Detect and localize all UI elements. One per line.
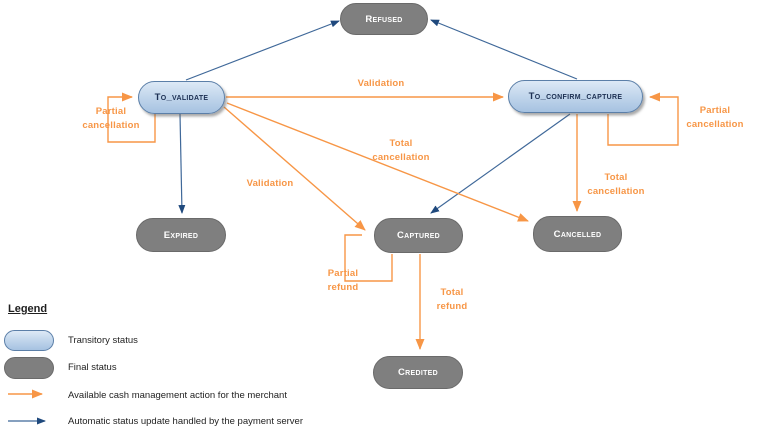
edge-to-confirm-capture-to-captured [430, 113, 571, 214]
edge-label-line: Total [389, 138, 413, 150]
edge-partial-cancellation-loop-to-validate [107, 92, 156, 143]
legend-title: Legend [8, 303, 48, 315]
edge-partial-refund-loop-captured [344, 234, 393, 282]
legend-item-merchant-action: Available cash management action for the… [68, 390, 287, 401]
node-refused: Refused [340, 3, 428, 35]
edge-label-line: Total [440, 287, 464, 299]
legend-transitory-pill-icon [4, 330, 54, 351]
edge-to-validate-to-expired [178, 113, 186, 214]
node-credited: Credited [373, 356, 463, 389]
edge-label-partial-cancellation-right: Partial cancellation [686, 104, 743, 132]
edge-label-partial-cancellation-left: Partial cancellation [82, 105, 139, 133]
edge-label-line: Partial [327, 268, 359, 280]
edge-label-line: cancellation [82, 120, 140, 131]
edge-label-validation-top: Validation [357, 78, 405, 90]
edge-label-validation-diagonal: Validation [246, 178, 294, 190]
edge-label-line: cancellation [372, 152, 430, 163]
node-cancelled: Cancelled [533, 216, 622, 252]
edge-label-partial-refund: Partial refund [328, 267, 359, 295]
edge-total-cancellation-to-cancelled-diagonal [226, 102, 529, 222]
edge-to-validate-to-refused [185, 20, 340, 81]
node-captured: Captured [374, 218, 463, 253]
edge-label-line: refund [327, 282, 359, 293]
legend-item-final-status: Final status [68, 362, 117, 373]
edge-to-confirm-capture-to-refused [430, 19, 578, 80]
edge-label-total-cancellation-diagonal: Total cancellation [372, 137, 429, 165]
edge-label-line: Total [604, 172, 628, 184]
edge-label-total-refund: Total refund [437, 286, 468, 314]
edge-label-line: Partial [699, 105, 731, 117]
legend-final-pill-icon [4, 357, 54, 379]
legend-item-automatic-update: Automatic status update handled by the p… [68, 416, 303, 427]
node-to-validate: To_validate [138, 81, 225, 114]
node-to-confirm-capture: To_confirm_capture [508, 80, 643, 113]
edge-label-line: Partial [95, 106, 127, 118]
edge-label-total-cancellation-vertical: Total cancellation [587, 171, 644, 199]
edge-validation-to-captured [223, 106, 366, 231]
legend-item-transitory-status: Transitory status [68, 335, 138, 346]
node-expired: Expired [136, 218, 226, 252]
edge-label-line: refund [436, 301, 468, 312]
edge-label-line: cancellation [686, 119, 744, 130]
edge-label-line: cancellation [587, 186, 645, 197]
edge-partial-cancellation-loop-to-confirm-capture [607, 92, 679, 146]
